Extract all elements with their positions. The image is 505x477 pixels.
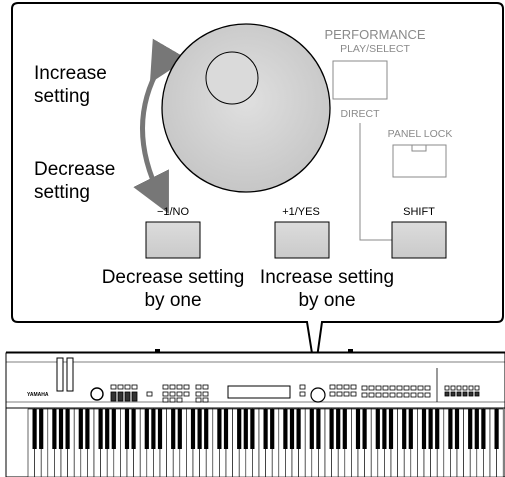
curved-arrow-icon — [133, 38, 188, 214]
black-key — [98, 409, 103, 449]
panel-vent — [66, 357, 74, 392]
black-key — [309, 409, 314, 449]
black-key — [157, 409, 163, 449]
black-key — [283, 409, 288, 449]
black-key — [481, 409, 486, 449]
white-keys — [27, 408, 504, 477]
decrease-setting-label-2: setting — [34, 182, 90, 203]
black-key — [342, 409, 347, 449]
black-key — [243, 409, 248, 449]
black-key — [124, 409, 130, 449]
black-key — [296, 409, 301, 449]
black-key — [197, 409, 202, 449]
black-key — [111, 409, 116, 449]
black-key — [204, 409, 209, 449]
black-key — [52, 409, 57, 449]
black-key — [448, 409, 453, 449]
black-key — [250, 409, 255, 449]
increase-by-one-label-1: Increase setting — [260, 267, 394, 288]
black-key — [270, 409, 275, 449]
decrease-by-one-label-2: by one — [144, 290, 201, 311]
brand-logo: YAMAHA — [27, 392, 49, 398]
black-key — [263, 409, 268, 449]
black-key — [144, 409, 149, 449]
black-key — [388, 409, 394, 449]
lcd-display — [227, 385, 291, 399]
dial-grip-icon — [205, 51, 259, 105]
black-key — [362, 409, 367, 449]
decrease-by-one-label-1: Decrease setting — [102, 267, 245, 288]
black-key — [494, 409, 499, 449]
mini-dial-icon — [310, 387, 326, 403]
black-key — [131, 409, 136, 449]
plus-yes-button[interactable] — [274, 221, 330, 259]
shift-button[interactable] — [391, 221, 447, 259]
black-key — [435, 409, 440, 449]
plus-yes-label: +1/YES — [282, 206, 320, 218]
black-key — [237, 409, 242, 449]
minus-no-button[interactable] — [145, 221, 201, 259]
black-key — [85, 409, 90, 449]
black-key — [375, 409, 380, 449]
black-key — [171, 409, 176, 449]
data-dial[interactable] — [161, 23, 331, 193]
black-key — [58, 409, 64, 449]
increase-setting-label-2: setting — [34, 86, 90, 107]
black-key — [355, 409, 361, 449]
black-key — [190, 409, 196, 449]
panel-lock-label: PANEL LOCK — [388, 128, 453, 140]
hinge-icon — [348, 349, 353, 353]
decrease-setting-label-1: Decrease — [34, 159, 115, 180]
increase-setting-label-1: Increase — [34, 63, 107, 84]
black-key — [39, 409, 44, 449]
play-select-label: PLAY/SELECT — [340, 43, 410, 55]
black-key — [408, 409, 413, 449]
black-key — [78, 409, 83, 449]
black-key — [316, 409, 321, 449]
black-key — [428, 409, 433, 449]
right-button-cluster — [299, 384, 480, 398]
black-key — [177, 409, 182, 449]
performance-label: PERFORMANCE — [324, 27, 425, 42]
black-key — [105, 409, 110, 449]
panel-lock-indicator — [411, 144, 427, 152]
black-key — [217, 409, 222, 449]
minus-no-label: −1/NO — [157, 206, 190, 218]
black-key — [421, 409, 427, 449]
black-key — [32, 409, 37, 449]
direct-label: DIRECT — [340, 108, 380, 120]
black-key — [468, 409, 473, 449]
black-key — [454, 409, 460, 449]
black-key — [65, 409, 70, 449]
black-key — [382, 409, 387, 449]
control-panel — [5, 352, 505, 409]
black-key — [402, 409, 407, 449]
increase-by-one-label-2: by one — [298, 290, 355, 311]
black-key — [151, 409, 156, 449]
black-key — [223, 409, 229, 449]
black-key — [289, 409, 295, 449]
keyboard-instrument: YAMAHA — [5, 349, 505, 477]
black-key — [336, 409, 341, 449]
hinge-icon — [155, 349, 160, 353]
play-select-button[interactable] — [332, 60, 388, 100]
panel-vent — [56, 357, 64, 392]
black-key — [329, 409, 334, 449]
direct-shift-connector — [359, 123, 392, 241]
black-key — [474, 409, 479, 449]
black-keys — [32, 409, 499, 449]
left-button-cluster — [110, 384, 209, 403]
shift-label: SHIFT — [403, 206, 435, 218]
volume-knob-icon — [90, 387, 104, 401]
